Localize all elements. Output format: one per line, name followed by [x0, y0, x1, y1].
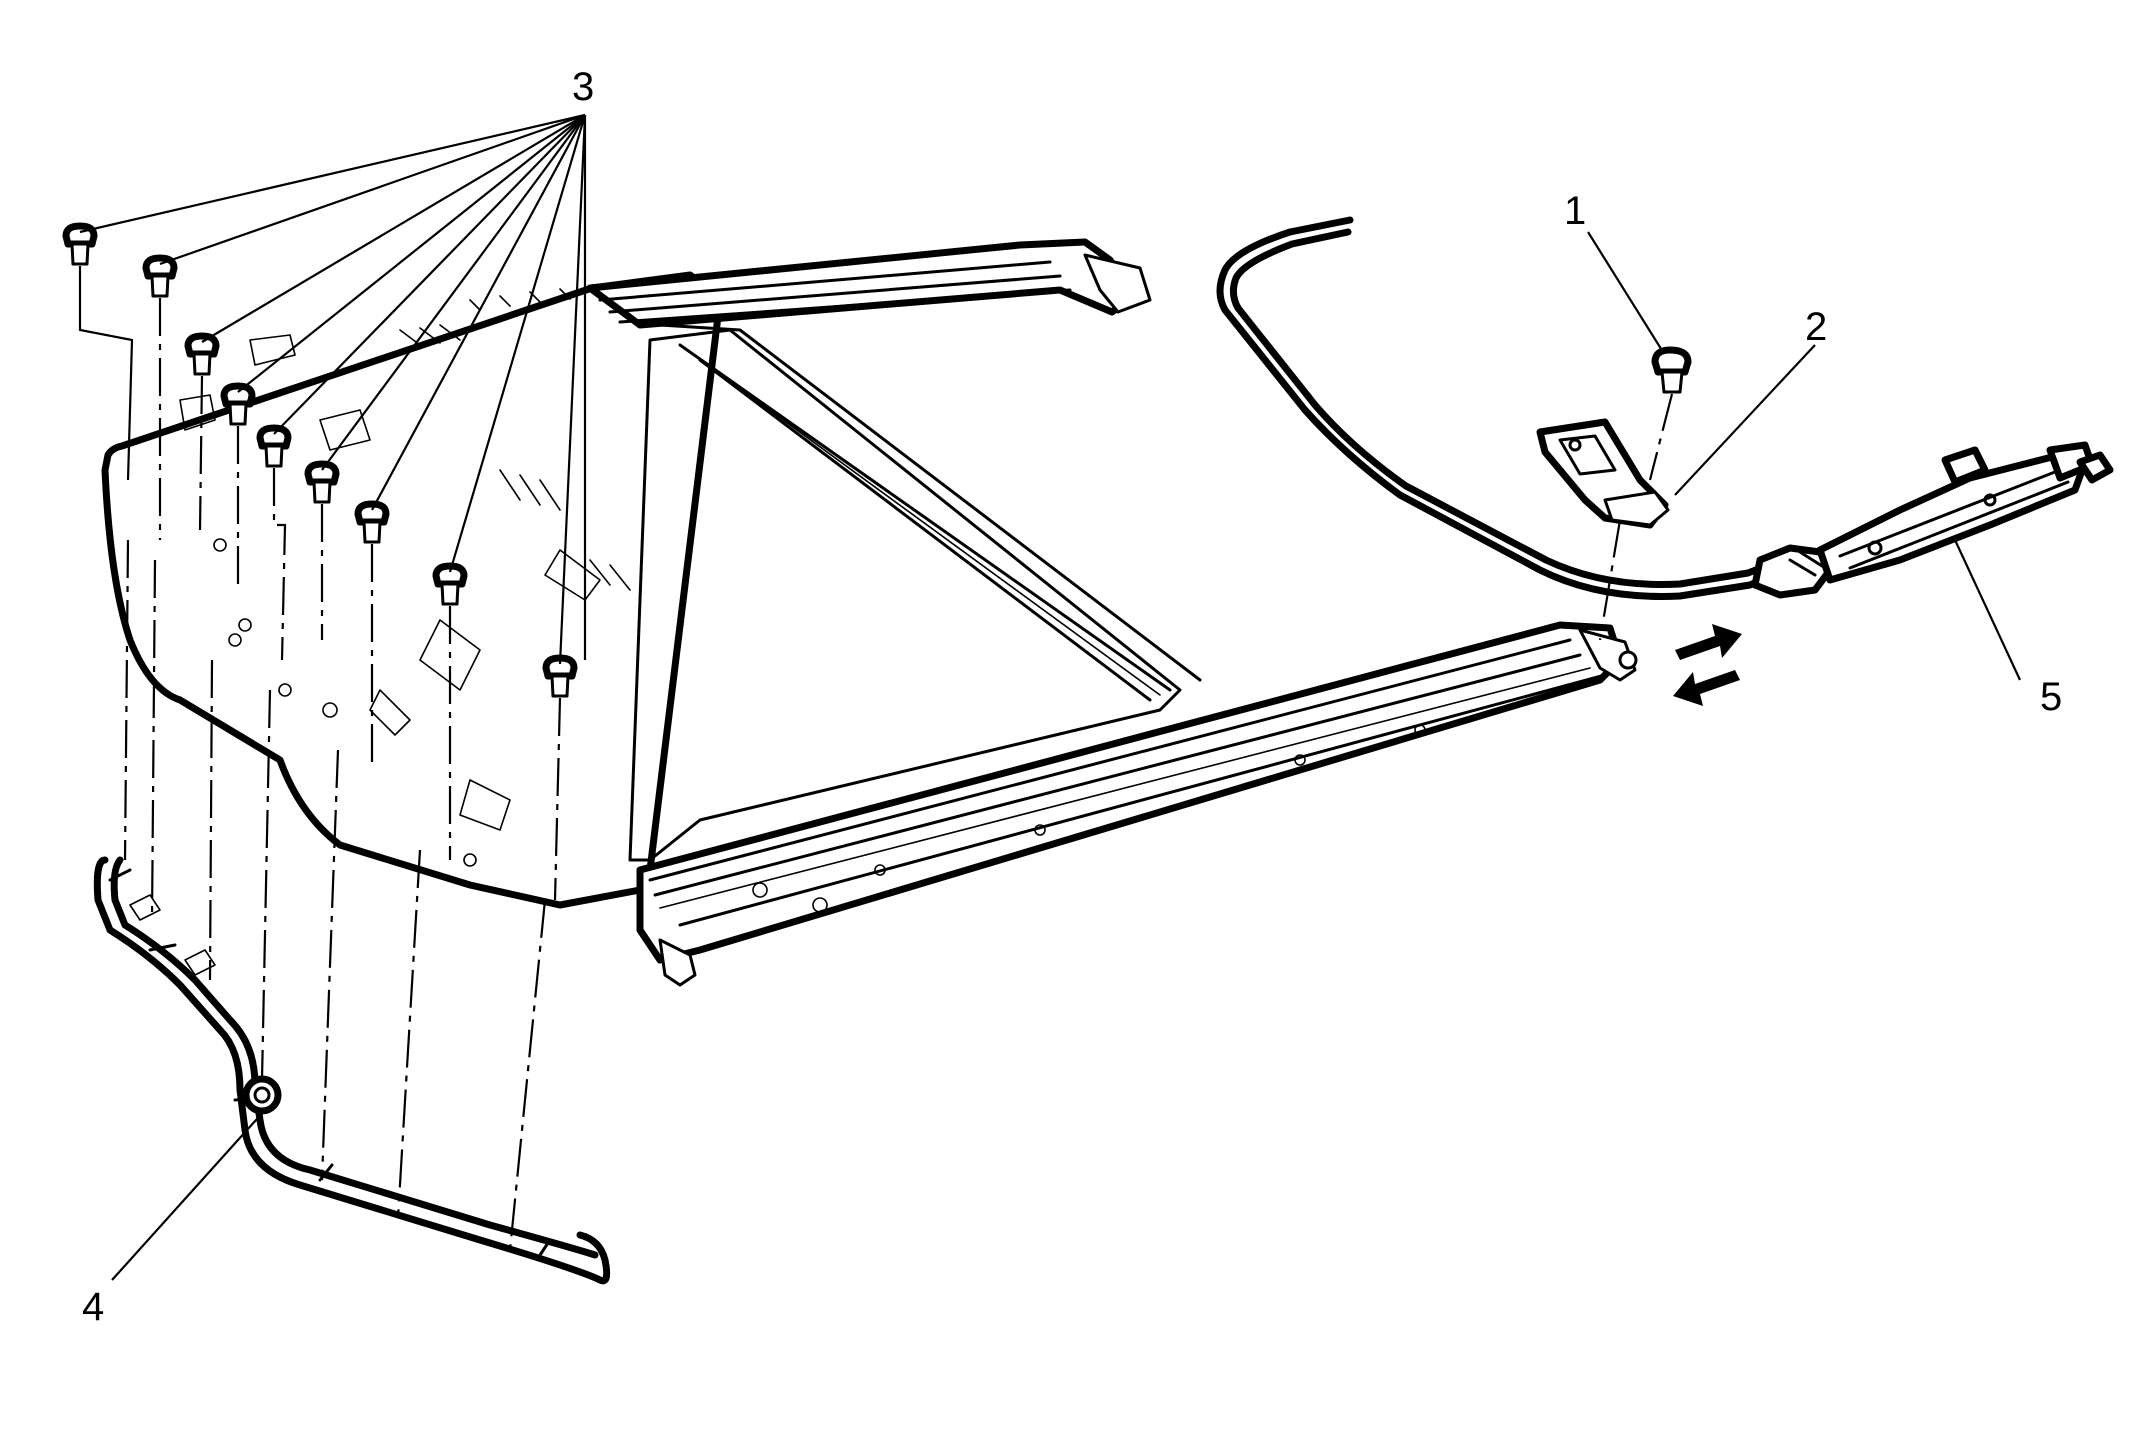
callout-label-3: 3	[572, 65, 594, 109]
drain-hose	[1216, 216, 1789, 600]
callout-label-5: 5	[2040, 675, 2062, 719]
front-deflector-seal	[93, 856, 611, 1285]
arrow-left-icon	[1673, 670, 1740, 706]
bracket	[1536, 418, 1670, 529]
leader-lines	[79, 113, 2021, 1281]
direction-arrows	[1673, 624, 1742, 706]
callout-label-4: 4	[82, 1285, 104, 1329]
bolt-3f	[304, 460, 340, 504]
callout-label-2: 2	[1805, 305, 1827, 349]
drive-cable-assembly	[1751, 441, 2114, 599]
bolt-3e	[256, 424, 292, 468]
bolt-3a	[62, 222, 98, 266]
callouts: 1 2 3 4 5	[82, 65, 2062, 1329]
installation-lines	[78, 266, 1674, 1251]
bolt-3d	[220, 382, 256, 426]
callout-label-1: 1	[1564, 189, 1586, 233]
arrow-right-icon	[1675, 624, 1742, 660]
bolt-3c	[184, 332, 220, 376]
bolt-1	[1651, 346, 1692, 394]
bolt-3i	[542, 654, 578, 698]
bolts-3	[62, 222, 578, 698]
sunroof-frame	[101, 238, 1638, 987]
bolt-3g	[354, 500, 390, 544]
